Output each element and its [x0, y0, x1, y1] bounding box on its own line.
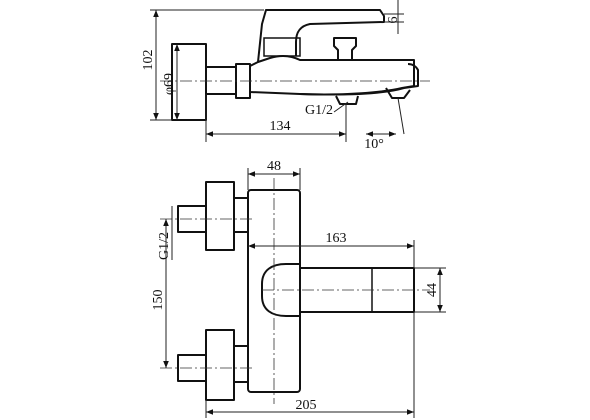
- dim-134-label: 134: [270, 119, 291, 134]
- side-view: 102 φ69 6 G1/2 134 10°: [141, 0, 430, 152]
- dim-102-label: 102: [141, 50, 156, 71]
- side-shower-outlet: [335, 95, 359, 105]
- front-bottom-flange: [205, 329, 235, 401]
- front-lever-cap: [261, 263, 301, 317]
- dim-48-label: 48: [267, 159, 281, 174]
- front-bottom-body-hex: [233, 345, 249, 383]
- front-top-flange: [205, 181, 235, 251]
- side-inlet-nut: [205, 66, 237, 95]
- front-top-body-hex: [233, 197, 249, 233]
- dim-163-label: 163: [326, 231, 347, 246]
- dim-phi69-label: φ69: [162, 73, 177, 95]
- front-thread-label: G1/2: [157, 232, 172, 260]
- side-thread-leader: [333, 101, 349, 113]
- side-cartridge-cap: [263, 37, 301, 57]
- side-diverter-knob: [333, 37, 357, 61]
- side-thread-label: G1/2: [305, 103, 333, 118]
- dim-6-label: 6: [386, 17, 401, 24]
- dim-10deg-ext: [397, 97, 405, 135]
- front-view: 48 163 44 G1/2 150 205: [151, 159, 446, 418]
- dim-205-label: 205: [296, 398, 317, 413]
- side-spout: [299, 63, 419, 96]
- dim-10deg-label: 10°: [364, 137, 384, 152]
- side-lever-handle: [257, 9, 385, 63]
- dim-44-label: 44: [425, 283, 440, 297]
- side-body: [249, 54, 415, 96]
- dim-150-label: 150: [151, 290, 166, 311]
